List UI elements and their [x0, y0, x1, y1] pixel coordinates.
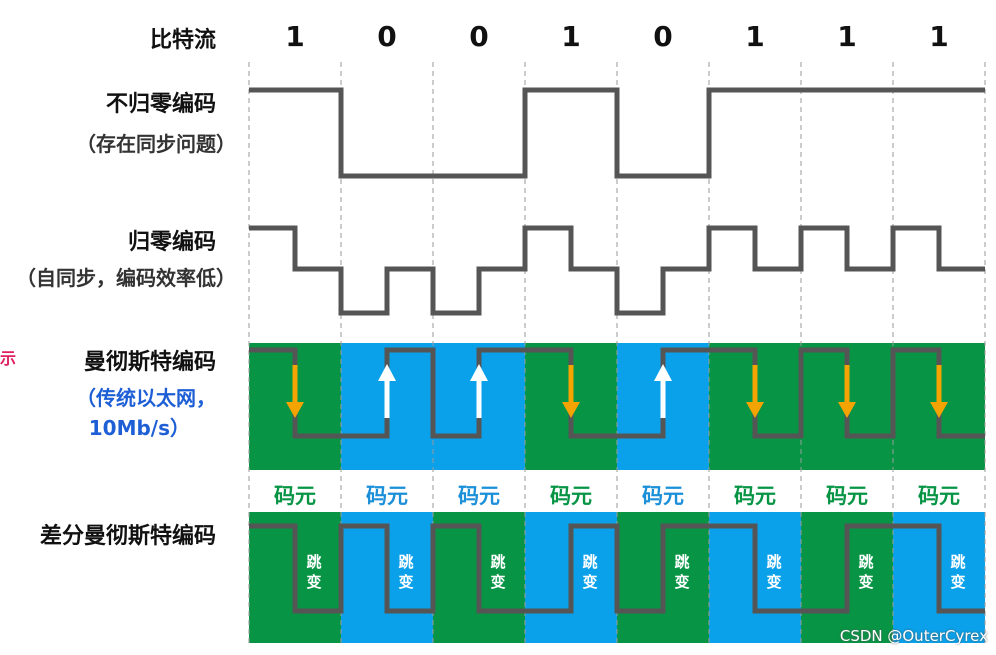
watermark: CSDN @OuterCyrex — [839, 627, 988, 645]
bit-value: 0 — [377, 20, 397, 53]
code-element-label: 码元 — [458, 484, 500, 508]
down-arrow-head — [930, 402, 948, 418]
rz-waveform — [249, 225, 985, 316]
rz-title: 归零编码 — [127, 230, 216, 255]
code-element-label: 码元 — [642, 484, 684, 508]
bit-value: 0 — [469, 20, 489, 53]
jump-label: 跳变 — [306, 553, 322, 591]
rz-note: （自同步，编码效率低） — [16, 266, 236, 290]
bit-value: 1 — [929, 20, 949, 53]
bit-value: 1 — [837, 20, 857, 53]
bit-value: 1 — [285, 20, 305, 53]
manchester-title: 曼彻斯特编码 — [83, 350, 216, 375]
bitstream-label: 比特流 — [149, 28, 216, 53]
jump-label: 跳变 — [490, 553, 506, 591]
jump-label: 跳变 — [674, 553, 690, 591]
down-arrow-head — [286, 402, 304, 418]
edge-tag: 示 — [0, 349, 17, 368]
code-element-label: 码元 — [366, 484, 408, 508]
code-element-label: 码元 — [550, 484, 592, 508]
code-element-label: 码元 — [826, 484, 868, 508]
bit-value: 0 — [653, 20, 673, 53]
nrz-waveform — [249, 87, 985, 179]
bit-value: 1 — [745, 20, 765, 53]
up-arrow-head — [378, 364, 396, 381]
up-arrow-head — [470, 364, 488, 381]
manchester-note-2: 10Mb/s） — [88, 416, 190, 440]
jump-label: 跳变 — [766, 553, 782, 591]
diff-manchester-title: 差分曼彻斯特编码 — [39, 524, 216, 549]
jump-label: 跳变 — [398, 553, 414, 591]
jump-label: 跳变 — [858, 553, 874, 591]
nrz-title: 不归零编码 — [105, 92, 216, 117]
bit-value: 1 — [561, 20, 581, 53]
code-element-label: 码元 — [918, 484, 960, 508]
down-arrow-head — [838, 402, 856, 418]
code-element-label: 码元 — [734, 484, 776, 508]
nrz-note: （存在同步问题） — [76, 132, 236, 156]
manchester-note-1: （传统以太网， — [76, 386, 216, 410]
down-arrow-head — [562, 402, 580, 418]
up-arrow-head — [654, 364, 672, 381]
jump-label: 跳变 — [950, 553, 966, 591]
down-arrow-head — [746, 402, 764, 418]
jump-label: 跳变 — [582, 553, 598, 591]
code-element-label: 码元 — [274, 484, 316, 508]
diff-manchester-waveform — [249, 523, 985, 614]
